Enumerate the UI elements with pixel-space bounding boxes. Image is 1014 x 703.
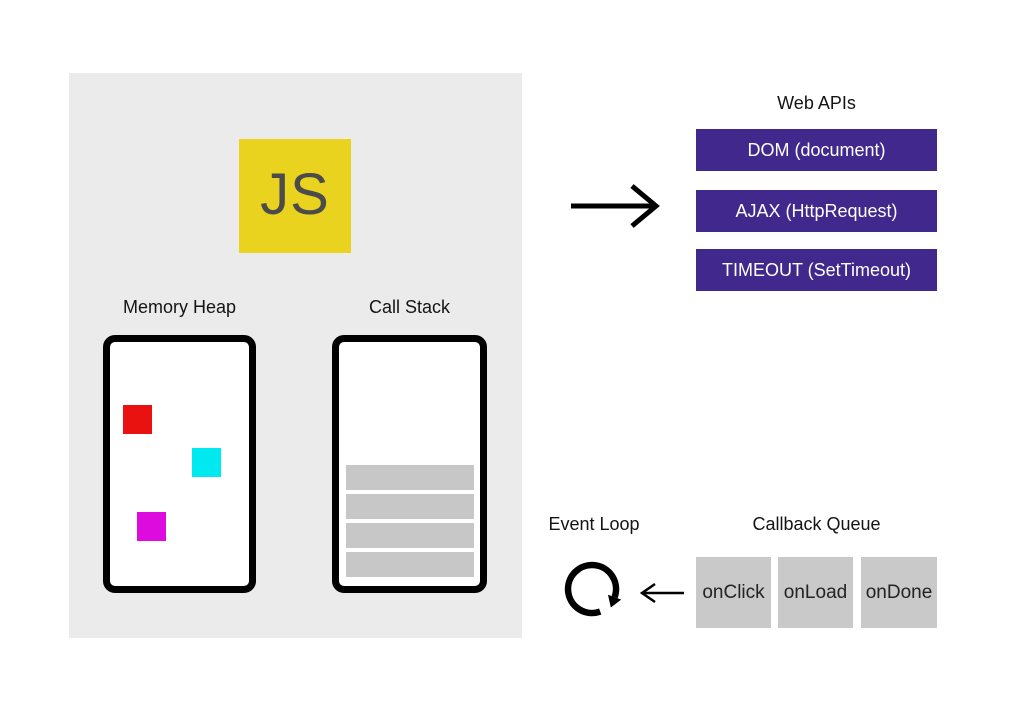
call-stack-label: Call Stack: [368, 297, 451, 317]
web-api-item-ajax: AJAX (HttpRequest): [696, 190, 937, 232]
callback-queue-title: Callback Queue: [752, 514, 881, 534]
memory-heap-label: Memory Heap: [122, 297, 237, 317]
heap-object-magenta-square: [137, 512, 166, 541]
heap-object-red-square: [123, 405, 152, 434]
memory-heap-box: [103, 335, 256, 593]
callback-item-ondone: onDone: [861, 557, 937, 628]
stack-frame-bar: [346, 465, 474, 490]
call-stack-box: [332, 335, 487, 593]
stack-frame-bar: [346, 523, 474, 548]
stack-frame-bar: [346, 552, 474, 577]
callback-item-onload: onLoad: [778, 557, 853, 628]
right-arrow-icon: [566, 181, 662, 231]
web-api-item-timeout: TIMEOUT (SetTimeout): [696, 249, 937, 291]
event-loop-circular-arrow-icon: [561, 558, 623, 620]
stack-frame-bar: [346, 494, 474, 519]
heap-object-cyan-square: [192, 448, 221, 477]
js-logo: JS: [239, 139, 351, 253]
left-arrow-icon: [637, 580, 689, 606]
web-api-item-dom: DOM (document): [696, 129, 937, 171]
callback-item-onclick: onClick: [696, 557, 771, 628]
web-apis-title: Web APIs: [777, 93, 856, 113]
event-loop-label: Event Loop: [548, 514, 640, 534]
js-logo-text: JS: [260, 162, 330, 227]
